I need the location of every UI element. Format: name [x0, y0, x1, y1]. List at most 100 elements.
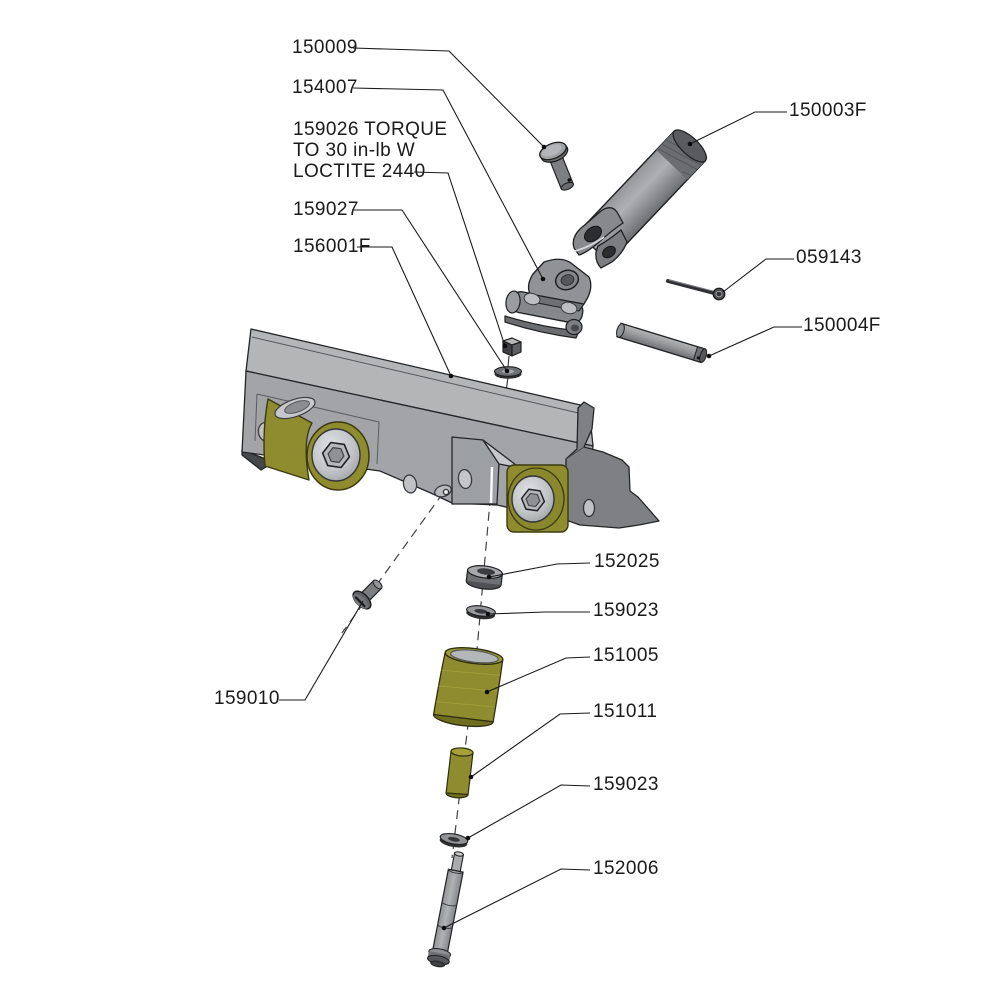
- leader-159026: [413, 171, 506, 347]
- body-wedge-hole: [582, 498, 596, 518]
- leader-dot: [468, 774, 474, 780]
- callout-159027: 159027: [293, 199, 359, 220]
- rod-end-pin: [696, 356, 700, 360]
- pin-cross-hole: [567, 178, 572, 182]
- part-159010-screw: [352, 579, 383, 610]
- bracket-base-cap: [505, 290, 521, 314]
- body-wedge-detail: [565, 446, 585, 460]
- cotter-shank: [666, 279, 716, 295]
- part-151005-roller: [432, 647, 504, 728]
- leader-151011: [470, 712, 591, 778]
- pin-tip-top: [454, 851, 464, 857]
- pin-shaft: [431, 868, 464, 956]
- body-left-roller: [263, 396, 370, 491]
- leader-dot: [486, 574, 492, 580]
- callout-154007: 154007: [292, 77, 358, 98]
- bracket-lower-lip: [504, 315, 580, 339]
- tube-scoop-lip: [574, 236, 605, 252]
- leader-150009: [352, 47, 545, 148]
- part-159027-washer: [493, 366, 523, 379]
- callout-152025: 152025: [594, 551, 660, 572]
- leader-dot: [441, 925, 447, 931]
- callout-159023-lower: 159023: [593, 774, 659, 795]
- leader-150004F: [708, 326, 802, 357]
- leader-152025: [488, 562, 591, 578]
- pin-head-highlight: [541, 144, 562, 157]
- leader-dot: [540, 276, 546, 282]
- axis-left: [341, 492, 444, 634]
- body-mid-hole: [402, 474, 418, 494]
- cotter-head-ring: [715, 290, 723, 298]
- left-roller-sleeve: [263, 398, 313, 481]
- part-159023-washer-lower: [439, 832, 469, 848]
- callout-150009: 150009: [292, 37, 358, 58]
- collar-bore: [477, 568, 495, 575]
- roller-side: [432, 651, 504, 723]
- callout-152006: 152006: [593, 858, 659, 879]
- roller-top-bore: [450, 649, 499, 664]
- leader-159023-lower: [467, 784, 591, 839]
- body-tab-hole: [457, 468, 473, 490]
- leader-159010: [279, 600, 364, 701]
- body-right-roller: [506, 464, 569, 533]
- part-150009-clevis-pin: [539, 141, 574, 191]
- leader-dot: [485, 611, 491, 617]
- right-roller-hex-socket: [525, 492, 541, 508]
- callout-159010: 159010: [214, 688, 280, 709]
- leader-lines: [279, 47, 802, 929]
- bracket-ring-hole: [560, 274, 575, 286]
- leader-150003F: [689, 111, 787, 145]
- part-151011-sleeve: [445, 747, 474, 799]
- body-countersink-hole: [442, 488, 450, 496]
- sleeve-side: [445, 750, 474, 796]
- part-152006-stepped-pin: [427, 851, 465, 968]
- body-right-wedge: [565, 401, 660, 529]
- part-059143-cotter-pin: [666, 279, 726, 301]
- bracket-boss-right: [560, 301, 578, 315]
- leader-dot: [448, 373, 454, 379]
- callout-159023-upper: 159023: [593, 600, 659, 621]
- tube-scoop-hole: [584, 225, 602, 243]
- bracket-boss-left: [523, 292, 541, 306]
- callout-150004F: 150004F: [803, 315, 881, 336]
- cotter-shank-highlight: [668, 279, 714, 292]
- leader-dot: [502, 343, 508, 349]
- rod-end-cap: [699, 348, 708, 363]
- part-159026-nut: [502, 337, 522, 357]
- callout-059143: 059143: [796, 247, 862, 268]
- screw-end: [372, 579, 383, 590]
- leader-dot: [484, 689, 490, 695]
- collar-side-edges: [465, 569, 503, 586]
- tube-hinge-hole: [602, 245, 616, 259]
- callout-torque-note: 159026 TORQUE TO 30 in-lb W LOCTITE 2440: [293, 119, 448, 182]
- rod-left-cap: [616, 323, 625, 338]
- leader-dots: [441, 141, 712, 931]
- nut-right-face: [511, 341, 522, 357]
- leader-dot: [541, 144, 547, 150]
- leader-dot: [465, 835, 471, 841]
- leader-159023-upper: [487, 611, 590, 615]
- leader-dot: [687, 141, 693, 147]
- callout-151011: 151011: [593, 701, 658, 722]
- leader-dot: [706, 353, 712, 359]
- leader-156001F: [357, 246, 452, 377]
- left-roller-bore-inner: [284, 400, 310, 414]
- leader-152006: [443, 868, 591, 929]
- callout-150003F: 150003F: [789, 100, 867, 121]
- callout-151005: 151005: [593, 645, 659, 666]
- part-152025-collar: [465, 565, 503, 590]
- left-roller-hex-socket: [327, 447, 345, 463]
- rod-body: [616, 322, 707, 364]
- pin-shaft-end: [560, 181, 574, 191]
- leader-dot: [504, 368, 510, 374]
- part-154007-bracket: [504, 258, 592, 339]
- leader-154007: [352, 87, 544, 280]
- pin-foot: [430, 960, 446, 968]
- callout-156001F: 156001F: [293, 236, 371, 257]
- part-150004F-rod: [616, 322, 708, 364]
- body-slot: [489, 466, 494, 504]
- bracket-knuckle-hole: [571, 324, 579, 332]
- washer-hole: [474, 608, 488, 614]
